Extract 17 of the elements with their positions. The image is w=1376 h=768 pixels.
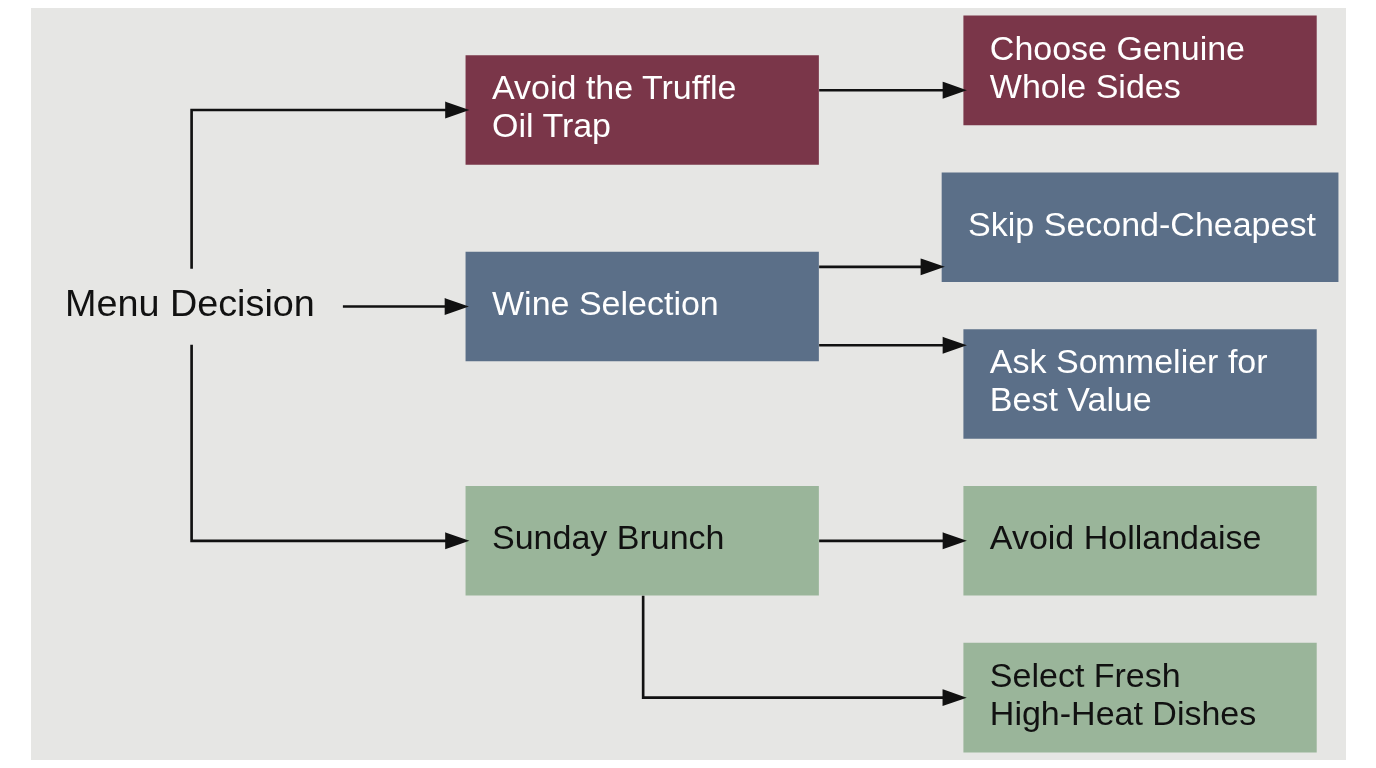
arrow <box>189 101 469 269</box>
node-box: Select Fresh High-Heat Dishes <box>962 642 1317 753</box>
arrow <box>189 344 469 550</box>
node-box: Avoid Hollandaise <box>962 486 1317 596</box>
node-box: Ask Sommelier for Best Value <box>962 329 1317 439</box>
node-box: Skip Second-Cheapest <box>941 172 1338 282</box>
arrow <box>818 532 967 550</box>
node-box: Avoid the Truffle Oil Trap <box>465 55 819 165</box>
node-box: Choose Genuine Whole Sides <box>962 15 1317 126</box>
arrow <box>818 336 967 354</box>
node-box: Wine Selection <box>465 251 819 362</box>
arrow <box>818 258 945 276</box>
node-box: Sunday Brunch <box>465 486 819 596</box>
arrow <box>818 81 967 99</box>
node-text: Menu Decision <box>64 281 315 324</box>
arrow <box>342 298 469 315</box>
arrow <box>641 595 967 707</box>
